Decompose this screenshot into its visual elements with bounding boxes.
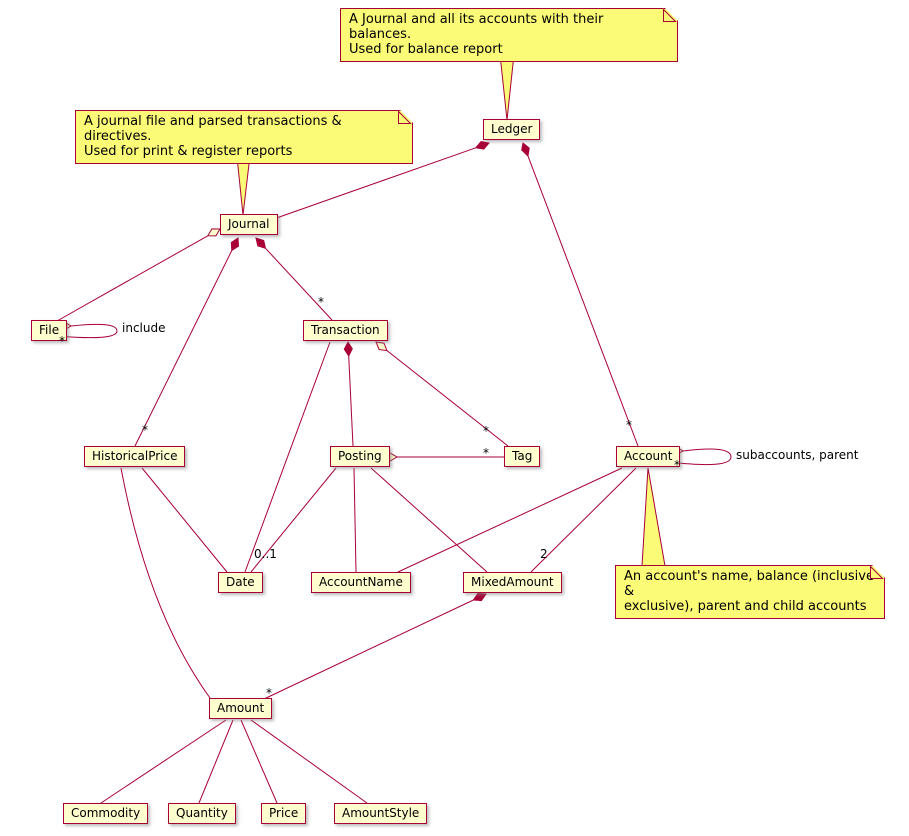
label-account-loop-mult: * <box>674 458 680 472</box>
class-price: Price <box>261 803 307 824</box>
class-amountstyle: AmountStyle <box>334 803 428 824</box>
edge-file-self-loop <box>56 323 118 339</box>
edge-transaction-posting <box>348 355 354 447</box>
edge-account-accountname <box>397 467 623 573</box>
composition-diamond-journal-transaction <box>255 237 267 250</box>
label-posting-date-mult: 0..1 <box>254 547 277 561</box>
composition-diamond-ledger-journal <box>474 141 490 150</box>
class-journal: Journal <box>220 214 278 235</box>
edge-amount-price <box>240 719 278 804</box>
aggregation-diamond-journal-file <box>206 228 221 237</box>
note-fold-icon <box>398 111 412 125</box>
class-commodity: Commodity <box>63 803 149 824</box>
edge-posting-accountname <box>353 467 357 573</box>
label-mixedamount-amount-mult: * <box>266 686 272 700</box>
note-account-text: An account's name, balance (inclusive & … <box>624 569 874 614</box>
edge-transaction-tag <box>386 350 509 447</box>
note-fold-icon <box>870 566 884 580</box>
edge-account-mixedamount <box>530 467 637 573</box>
label-journal-transaction-mult: * <box>318 295 324 309</box>
class-date: Date <box>218 572 263 593</box>
composition-diamond-transaction-posting <box>343 340 353 358</box>
label-transaction-tag-mult: * <box>483 424 489 438</box>
composition-diamond-journal-historicalprice <box>230 237 240 252</box>
edge-posting-date <box>250 467 337 573</box>
aggregation-diamond-transaction-tag <box>375 341 388 352</box>
note-journal-text: A journal file and parsed transactions &… <box>84 114 342 159</box>
note-ledger-text: A Journal and all its accounts with thei… <box>349 12 604 57</box>
label-include: include <box>122 321 166 335</box>
edge-account-self-loop <box>668 448 732 466</box>
edge-historicalprice-date <box>141 467 228 573</box>
edge-journal-historicalprice <box>134 250 233 447</box>
edge-historicalprice-amount <box>120 467 211 699</box>
class-amount: Amount <box>209 698 273 719</box>
edge-amount-commodity <box>100 719 227 804</box>
note-connector-account <box>641 467 666 567</box>
edge-ledger-journal <box>267 147 476 222</box>
label-subaccounts-parent: subaccounts, parent <box>736 448 859 462</box>
edge-amount-amountstyle <box>250 719 368 804</box>
edge-posting-mixedamount <box>370 467 488 573</box>
label-posting-tag-mult: * <box>483 446 489 460</box>
class-posting: Posting <box>330 446 390 467</box>
class-accountname: AccountName <box>311 572 411 593</box>
class-ledger: Ledger <box>483 119 541 140</box>
note-account: An account's name, balance (inclusive & … <box>615 565 885 619</box>
edge-journal-transaction <box>265 247 333 321</box>
label-ledger-account-mult: * <box>626 418 632 432</box>
class-transaction: Transaction <box>303 320 388 341</box>
class-historicalprice: HistoricalPrice <box>84 446 186 467</box>
class-quantity: Quantity <box>168 803 236 824</box>
note-journal: A journal file and parsed transactions &… <box>75 110 413 164</box>
label-account-mixedamount-mult: 2 <box>540 547 548 561</box>
class-mixedamount: MixedAmount <box>463 572 562 593</box>
class-tag: Tag <box>504 446 541 467</box>
note-fold-icon <box>663 9 677 23</box>
edge-ledger-account <box>527 155 639 447</box>
note-ledger: A Journal and all its accounts with thei… <box>340 8 678 62</box>
edge-mixedamount-amount <box>263 599 474 700</box>
class-account: Account <box>616 446 681 467</box>
label-journal-historicalprice-mult: * <box>142 423 148 437</box>
class-file: File <box>31 320 68 341</box>
edge-journal-file <box>56 235 209 322</box>
composition-diamond-mixedamount-amount <box>472 592 487 602</box>
edge-amount-quantity <box>198 719 234 804</box>
composition-diamond-ledger-account <box>521 142 530 158</box>
edge-transaction-date <box>244 341 331 573</box>
label-file-loop-mult: * <box>59 334 65 348</box>
